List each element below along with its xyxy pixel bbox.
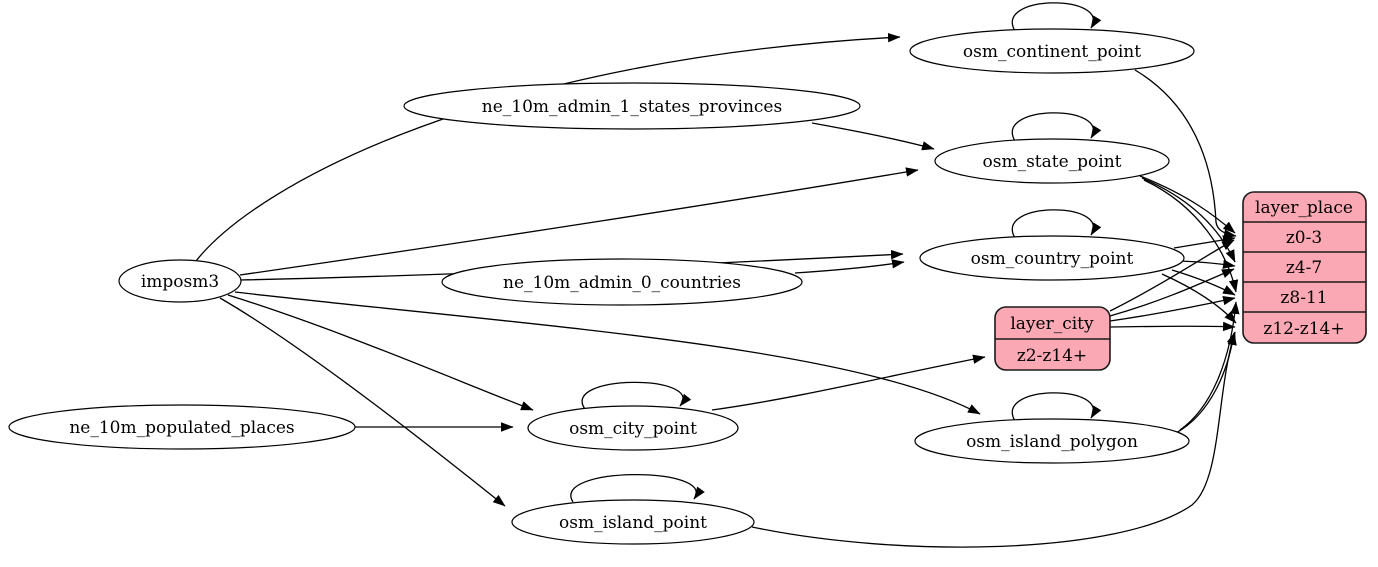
node-osm_country_point: osm_country_point <box>919 235 1185 281</box>
osm_island_point-ellipse <box>511 499 755 545</box>
osm_continent_point-ellipse <box>909 28 1195 74</box>
node-osm_island_point: osm_island_point <box>511 499 755 545</box>
edge-osm_country_point-to-layer_place-z12-z14 <box>1161 273 1237 324</box>
selfloop-osm_island_polygon <box>1011 392 1102 422</box>
layer_place-row-z8-11: z8-11 <box>1280 288 1327 308</box>
ne_10m_admin_0_countries-label: ne_10m_admin_0_countries <box>503 273 741 293</box>
edge-ne_10m_admin_1_states_provinces-to-osm_state_point <box>811 122 935 151</box>
record-layer_city: layer_city z2-z14+ <box>994 306 1111 371</box>
edge-imposm3-to-osm_continent_point <box>195 32 901 262</box>
osm_island_point-label: osm_island_point <box>559 513 707 533</box>
ne_10m_admin_1_states_provinces-label: ne_10m_admin_1_states_provinces <box>482 97 782 117</box>
node-ne_10m_admin_1_states_provinces: ne_10m_admin_1_states_provinces <box>403 82 861 130</box>
edge-osm_country_point-to-layer_place-z0-3 <box>1173 235 1236 249</box>
osm_island_polygon-ellipse <box>914 418 1190 464</box>
node-ne_10m_populated_places: ne_10m_populated_places <box>8 404 356 450</box>
edge-imposm3-to-osm_island_polygon <box>234 291 981 415</box>
edge-layer_city-to-layer_place-z0-3 <box>1109 239 1235 312</box>
edge-osm_state_point-to-layer_place-z4-7 <box>1141 177 1236 263</box>
edge-osm_island_polygon-to-layer_place-z12-z14 <box>1175 332 1237 434</box>
osm_state_point-label: osm_state_point <box>983 152 1122 172</box>
node-ne_10m_admin_0_countries: ne_10m_admin_0_countries <box>441 258 803 306</box>
edge-layer_city-to-layer_place-z4-7 <box>1109 268 1235 317</box>
ne_10m_admin_0_countries-ellipse <box>441 258 803 306</box>
layer_place-row-z4-7: z4-7 <box>1286 258 1322 278</box>
edge-ne_10m_admin_0_countries-to-osm_country_point <box>794 259 905 274</box>
osm_city_point-ellipse <box>527 405 739 451</box>
node-osm_city_point: osm_city_point <box>527 405 739 451</box>
osm_island_polygon-label: osm_island_polygon <box>966 432 1138 452</box>
ne_10m_admin_1_states_provinces-ellipse <box>403 82 861 130</box>
osm_country_point-label: osm_country_point <box>971 249 1134 269</box>
record-layer_place: layer_place z0-3 z4-7 z8-11 z12-z14+ <box>1242 191 1367 344</box>
ne_10m_populated_places-ellipse <box>8 404 356 450</box>
edge-osm_state_point-to-layer_place-z8-11 <box>1143 179 1239 293</box>
edge-osm_city_point-to-layer_city-z2-z14 <box>711 354 986 411</box>
imposm3-ellipse <box>118 259 242 303</box>
osm_state_point-ellipse <box>934 138 1170 184</box>
node-osm_state_point: osm_state_point <box>934 138 1170 184</box>
edge-osm_country_point-to-layer_place-z4-7 <box>1179 259 1236 269</box>
layer_place-title: layer_place <box>1255 198 1353 218</box>
edge-osm_state_point-to-layer_place-z0-3 <box>1139 175 1236 234</box>
selfloop-osm_country_point <box>1011 209 1102 239</box>
edge-imposm3-to-osm_city_point <box>227 294 534 411</box>
edge-osm_country_point-to-layer_place-z8-11 <box>1171 269 1236 296</box>
edge-osm_island_polygon-to-layer_place-z8-11 <box>1179 301 1240 431</box>
imposm3-label: imposm3 <box>141 272 219 292</box>
layer_city-row-z2-z14: z2-z14+ <box>1017 346 1087 366</box>
edge-layer_city-to-layer_place-z12-z14 <box>1109 321 1236 332</box>
edge-imposm3-to-osm_state_point <box>239 167 919 276</box>
node-imposm3: imposm3 <box>118 259 242 303</box>
layer_place-row-z12-z14: z12-z14+ <box>1263 319 1344 339</box>
edge-imposm3-to-osm_island_point <box>219 297 506 507</box>
node-osm_island_polygon: osm_island_polygon <box>914 418 1190 464</box>
layer_city-title: layer_city <box>1010 314 1094 334</box>
osm_continent_point-label: osm_continent_point <box>963 42 1141 62</box>
edge-osm_island_point-to-layer_place-z12-z14 <box>751 331 1236 548</box>
osm_city_point-label: osm_city_point <box>569 419 697 439</box>
edge-layer_city-to-layer_place-z8-11 <box>1109 295 1236 322</box>
selfloop-osm_island_point <box>570 473 705 503</box>
osm_country_point-ellipse <box>919 235 1185 281</box>
layer_place-box <box>1242 191 1367 344</box>
ne_10m_populated_places-label: ne_10m_populated_places <box>69 418 294 438</box>
selfloop-osm_city_point <box>581 381 692 410</box>
selfloop-osm_state_point <box>1011 112 1102 142</box>
node-osm_continent_point: osm_continent_point <box>909 28 1195 74</box>
layer_place-row-z0-3: z0-3 <box>1286 228 1322 248</box>
selfloop-osm_continent_point <box>1011 2 1102 32</box>
